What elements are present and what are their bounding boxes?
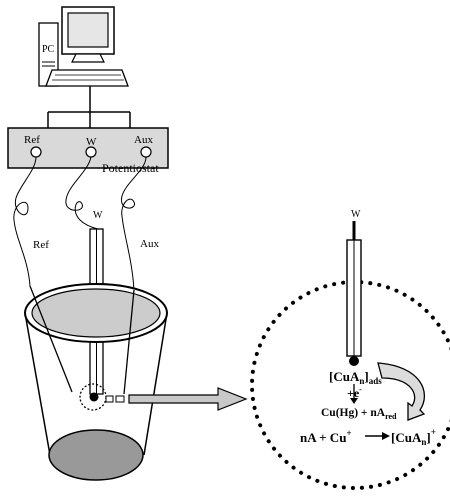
potentiostat: Ref W Aux Potentiostat: [7, 127, 169, 175]
beaker-bottom: [48, 429, 144, 481]
reoxidation-arrow: [377, 362, 426, 421]
reference-electrode: [29, 285, 73, 393]
computer: PC: [38, 6, 129, 87]
eq-adsorbed: [CuAn]ads: [329, 369, 382, 386]
terminal-w-label: W: [86, 136, 97, 148]
zoom-view: W [CuAn]ads +e- Cu(Hg) + nAred nA + Cu+ …: [250, 209, 450, 490]
eq-reactants: nA + Cu+: [300, 428, 352, 445]
aux-cable-label: Aux: [140, 238, 159, 250]
ref-cable: [13, 156, 37, 287]
beaker: [24, 283, 168, 481]
mercury-drop: [89, 392, 99, 402]
auxiliary-electrode: [123, 289, 135, 395]
zoom-electrode-label: W: [351, 209, 361, 220]
terminal-aux-label: Aux: [134, 134, 153, 146]
zoom-mercury-drop: [349, 356, 359, 366]
beaker-top-solution: [31, 288, 161, 338]
w-cable: [65, 156, 99, 230]
aux-cable: [121, 156, 147, 291]
ref-cable-label: Ref: [33, 239, 49, 251]
aux-tip-small: [105, 395, 114, 403]
terminal-aux-socket: [140, 146, 152, 158]
pc-keyboard: [45, 69, 129, 87]
terminal-ref-label: Ref: [24, 134, 40, 146]
terminal-w-socket: [85, 146, 97, 158]
electrode-label: W: [93, 210, 103, 221]
potentiostat-label: Potentiostat: [102, 161, 159, 175]
eq-amalgam: Cu(Hg) + nAred: [321, 407, 397, 421]
pc-cable: [47, 86, 131, 128]
eq-product: [CuAn]+: [391, 427, 436, 447]
pc-label: PC: [42, 44, 55, 55]
aux-tip: [115, 395, 125, 403]
pc-screen: [67, 12, 109, 48]
magnify-arrow: [128, 387, 248, 411]
terminal-ref-socket: [30, 146, 42, 158]
